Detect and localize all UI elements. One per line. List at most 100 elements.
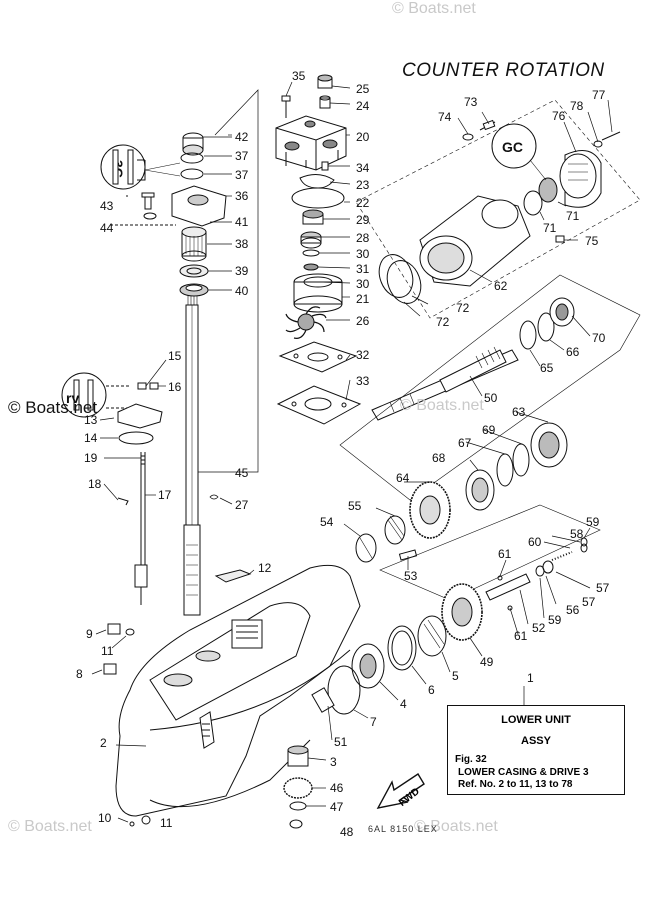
water-pump-assembly: [275, 74, 362, 425]
callout-57: 57: [596, 581, 610, 595]
callout-42: 42: [235, 130, 249, 144]
callout-14: 14: [84, 431, 98, 445]
callout-71-left: 71: [543, 221, 557, 235]
callout-24: 24: [356, 99, 370, 113]
callout-16: 16: [168, 380, 182, 394]
callout-44: 44: [100, 221, 114, 235]
callout-46: 46: [330, 781, 344, 795]
watermark-left: © Boats.net: [8, 398, 98, 417]
callout-49: 49: [480, 655, 494, 669]
callout-47: 47: [330, 800, 344, 814]
callout-78: 78: [570, 99, 584, 113]
callout-3: 3: [330, 755, 337, 769]
leaders-casing: [91, 569, 255, 823]
callout-59-lower: 59: [548, 613, 562, 627]
callout-38: 38: [235, 237, 249, 251]
callout-21: 21: [356, 292, 370, 306]
callout-71-right: 71: [566, 209, 580, 223]
callout-26: 26: [356, 314, 370, 328]
callout-33: 33: [356, 374, 370, 388]
watermark-top: © Boats.net: [392, 0, 476, 17]
callout-18: 18: [88, 477, 102, 491]
callout-6: 6: [428, 683, 435, 697]
callout-52: 52: [532, 621, 546, 635]
callout-13: 13: [84, 413, 98, 427]
callout-62: 62: [494, 279, 508, 293]
info-line-fig: Fig. 32: [455, 754, 487, 765]
callout-1: 1: [527, 671, 534, 685]
callout-73: 73: [464, 95, 478, 109]
callout-4: 4: [400, 697, 407, 711]
propshaft-assembly: GC: [283, 99, 641, 829]
callout-50: 50: [484, 391, 498, 405]
callout-61-lower: 61: [514, 629, 528, 643]
callout-74: 74: [438, 110, 452, 124]
callout-29: 29: [356, 213, 370, 227]
callout-53: 53: [404, 569, 418, 583]
callout-63: 63: [512, 405, 526, 419]
callout-20: 20: [356, 130, 370, 144]
callout-11-lower: 11: [160, 816, 173, 830]
info-line-casing-drive: LOWER CASING & DRIVE 3: [458, 767, 589, 778]
leaders-center: [285, 81, 351, 401]
callout-37-lower: 37: [235, 168, 249, 182]
svg-text:GC: GC: [502, 139, 523, 155]
callout-59-upper: 59: [586, 515, 600, 529]
callout-22: 22: [356, 196, 370, 210]
callout-7: 7: [370, 715, 377, 729]
shift-rod-assembly: rv: [61, 372, 163, 605]
diagram-title: COUNTER ROTATION: [402, 60, 605, 81]
callout-56: 56: [566, 603, 580, 617]
callout-75: 75: [585, 234, 599, 248]
leaders-shift: [99, 359, 233, 505]
callout-9: 9: [86, 627, 93, 641]
callout-43: 43: [100, 199, 114, 213]
lower-casing: [103, 564, 361, 827]
callout-27: 27: [235, 498, 249, 512]
callout-28: 28: [356, 231, 370, 245]
callout-11-upper: 11: [101, 644, 114, 658]
callout-30-lower: 30: [356, 277, 370, 291]
callout-65: 65: [540, 361, 554, 375]
callout-40: 40: [235, 284, 249, 298]
driveshaft-assembly: 3C: [100, 132, 227, 616]
callout-54: 54: [320, 515, 334, 529]
callout-32: 32: [356, 348, 370, 362]
callout-19: 19: [84, 451, 98, 465]
callout-39: 39: [235, 264, 249, 278]
info-line-ref: Ref. No. 2 to 11, 13 to 78: [458, 779, 573, 790]
callout-72-lower: 72: [436, 315, 450, 329]
callout-60: 60: [528, 535, 542, 549]
leaders-left: [198, 89, 259, 473]
watermark-middle: © Boats.net: [400, 397, 484, 414]
callout-76: 76: [552, 109, 566, 123]
svg-text:rv: rv: [66, 390, 79, 406]
callout-15: 15: [168, 349, 182, 363]
callout-72-upper: 72: [456, 301, 470, 315]
callout-66: 66: [566, 345, 580, 359]
callout-30-upper: 30: [356, 247, 370, 261]
callout-41: 41: [235, 215, 249, 229]
callout-55: 55: [348, 499, 362, 513]
callout-2: 2: [100, 736, 107, 750]
fwd-arrow: [376, 773, 425, 809]
info-line-lower-unit: LOWER UNIT: [501, 714, 571, 726]
watermark-bottom-right: © Boats.net: [414, 818, 498, 835]
callout-64: 64: [396, 471, 410, 485]
callout-34: 34: [356, 161, 370, 175]
callout-69: 69: [482, 423, 496, 437]
callout-70: 70: [592, 331, 606, 345]
callout-31: 31: [356, 262, 370, 276]
callout-17: 17: [158, 488, 172, 502]
callout-77: 77: [592, 88, 606, 102]
callout-35: 35: [292, 69, 306, 83]
figure-code: 6AL 8150 LEX: [368, 824, 438, 834]
callout-48: 48: [340, 825, 354, 839]
callout-36: 36: [235, 189, 249, 203]
callout-37-upper: 37: [235, 149, 249, 163]
watermark-bottom-left: © Boats.net: [8, 818, 92, 835]
callout-61-upper: 61: [498, 547, 512, 561]
callout-58: 58: [570, 527, 584, 541]
